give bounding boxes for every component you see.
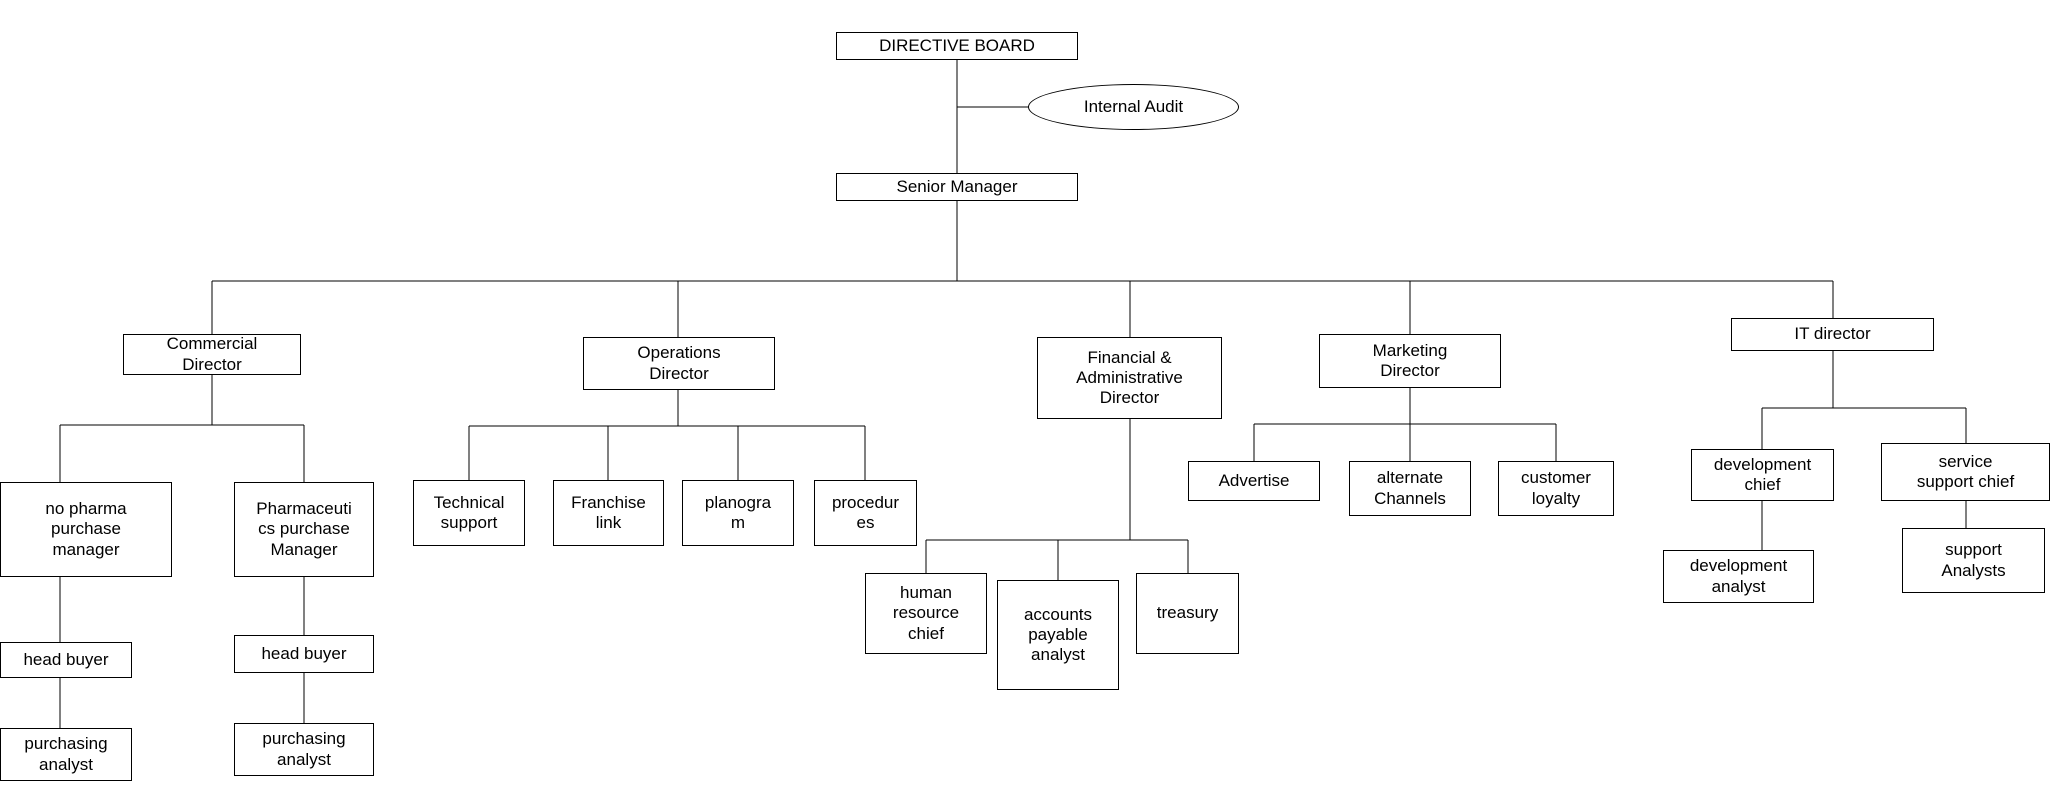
node-senior-manager: Senior Manager [836, 173, 1078, 201]
node-label: Senior Manager [896, 176, 1018, 196]
node-treasury: treasury [1136, 573, 1239, 654]
node-label: support Analysts [1941, 540, 2006, 580]
node-label: alternate Channels [1374, 468, 1446, 508]
node-purchasing-analyst-pharma: purchasing analyst [234, 723, 374, 776]
node-advertise: Advertise [1188, 461, 1320, 501]
node-label: development analyst [1689, 556, 1788, 596]
node-label: DIRECTIVE BOARD [879, 35, 1035, 55]
node-financial-admin-director: Financial & Administrative Director [1037, 337, 1222, 419]
node-label: purchasing analyst [262, 729, 346, 769]
node-commercial-director: Commercial Director [123, 334, 301, 375]
node-label: procedur es [831, 492, 900, 532]
node-label: service support chief [1916, 451, 2015, 491]
node-technical-support: Technical support [413, 480, 525, 546]
node-franchise-link: Franchise link [553, 480, 664, 546]
node-marketing-director: Marketing Director [1319, 334, 1501, 388]
node-customer-loyalty: customer loyalty [1498, 461, 1614, 516]
node-label: Advertise [1218, 470, 1290, 490]
node-label: head buyer [23, 649, 109, 669]
node-label: Technical support [433, 492, 505, 532]
node-human-resource-chief: human resource chief [865, 573, 987, 654]
node-label: IT director [1794, 324, 1871, 344]
node-directive-board: DIRECTIVE BOARD [836, 32, 1078, 60]
node-service-support-chief: service support chief [1881, 443, 2050, 501]
node-alternate-channels: alternate Channels [1349, 461, 1471, 516]
node-no-pharma-purchase-manager: no pharma purchase manager [0, 482, 172, 577]
node-development-analyst: development analyst [1663, 550, 1814, 603]
node-label: Financial & Administrative Director [1076, 347, 1183, 408]
node-label: human resource chief [892, 583, 960, 643]
node-label: Pharmaceuti cs purchase Manager [256, 499, 352, 559]
node-head-buyer-pharma: head buyer [234, 635, 374, 673]
node-label: accounts payable analyst [1023, 604, 1093, 665]
node-label: purchasing analyst [24, 734, 108, 774]
node-label: head buyer [261, 643, 347, 663]
node-support-analysts: support Analysts [1902, 528, 2045, 593]
node-label: Franchise link [571, 492, 646, 532]
node-label: Marketing Director [1372, 340, 1448, 380]
node-internal-audit: Internal Audit [1028, 84, 1239, 130]
node-accounts-payable-analyst: accounts payable analyst [997, 580, 1119, 690]
node-label: development chief [1713, 454, 1812, 494]
node-label: treasury [1156, 603, 1219, 623]
node-it-director: IT director [1731, 318, 1934, 351]
node-label: Internal Audit [1083, 96, 1184, 116]
node-development-chief: development chief [1691, 449, 1834, 501]
node-purchasing-analyst-no-pharma: purchasing analyst [0, 728, 132, 781]
node-label: no pharma purchase manager [45, 499, 127, 559]
node-label: customer loyalty [1521, 468, 1591, 508]
node-procedures: procedur es [814, 480, 917, 546]
node-label: Operations Director [637, 343, 721, 383]
node-planogram: planogra m [682, 480, 794, 546]
node-label: Commercial Director [166, 334, 258, 374]
node-operations-director: Operations Director [583, 337, 775, 390]
node-pharmaceutics-purchase-manager: Pharmaceuti cs purchase Manager [234, 482, 374, 577]
node-label: planogra m [704, 492, 772, 532]
node-head-buyer-no-pharma: head buyer [0, 642, 132, 678]
